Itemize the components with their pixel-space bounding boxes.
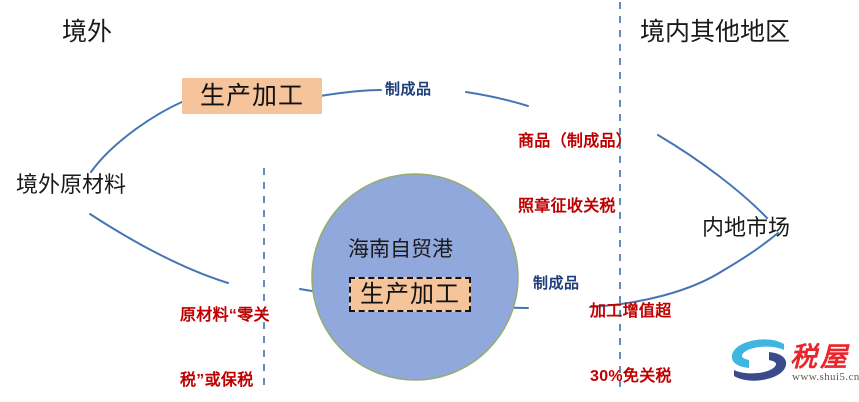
arc-lower-right-to-market — [723, 232, 779, 271]
arc-overseas-process-to-label — [319, 89, 382, 97]
note-value-added-30: 加工增值超 30%免关税 — [590, 258, 672, 402]
note-value-added-line-1: 加工增值超 — [590, 303, 672, 321]
note-raw-material-zero-tariff: 原材料“零关 税”或保税 — [180, 262, 270, 402]
flow-label-finished-goods-top: 制成品 — [385, 81, 432, 98]
region-heading-overseas: 境外 — [62, 18, 113, 46]
node-mainland-market-label: 内地市场 — [702, 215, 791, 240]
watermark-brand: 税屋 — [790, 342, 850, 372]
zone-production-box[interactable]: 生产加工 — [349, 277, 471, 312]
zone-title-hainan: 海南自贸港 — [348, 238, 453, 261]
note-tariff-on-goods: 商品（制成品） 照章征收关税 — [518, 88, 632, 261]
arc-finished-goods-to-mainland — [465, 91, 529, 107]
note-tariff-on-goods-line-1: 商品（制成品） — [518, 133, 633, 151]
arc-overseas-raw-down — [89, 213, 229, 284]
site-watermark-logo: 税屋 www.shui5.cn — [728, 335, 859, 395]
watermark-url: www.shui5.cn — [792, 371, 859, 383]
note-tariff-on-goods-line-2: 照章征收关税 — [518, 197, 616, 215]
arc-zone-to-mainland — [589, 269, 725, 308]
arc-overseas-raw-to-process — [90, 100, 185, 173]
arc-upper-right-to-market — [657, 134, 768, 219]
flow-label-finished-goods-bottom: 制成品 — [533, 275, 580, 292]
shui5-s-logo-icon — [731, 339, 787, 381]
region-heading-mainland-other: 境内其他地区 — [640, 18, 791, 46]
node-overseas-raw-material-label: 境外原材料 — [16, 172, 127, 197]
note-raw-material-line-1: 原材料“零关 — [180, 307, 270, 325]
note-raw-material-line-2: 税”或保税 — [180, 371, 254, 389]
node-overseas-production-box[interactable]: 生产加工 — [182, 78, 322, 114]
note-value-added-line-2: 30%免关税 — [590, 367, 672, 385]
